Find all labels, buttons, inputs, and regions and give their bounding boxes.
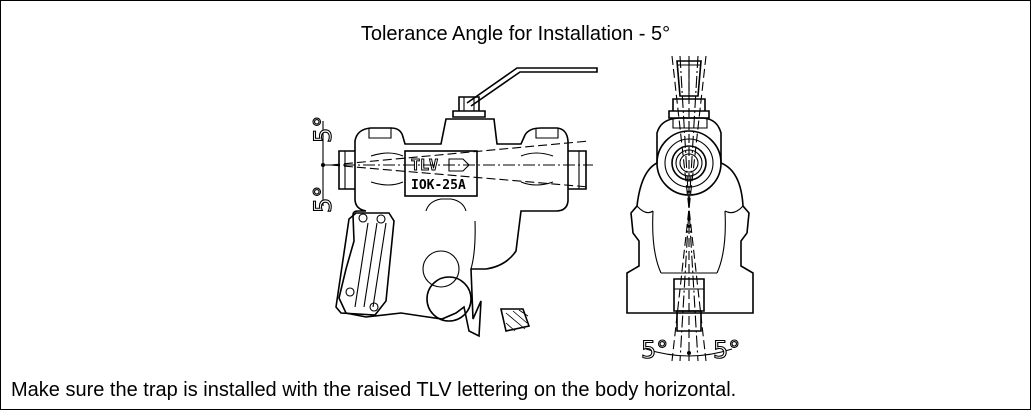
side-angle-top-label: 5° (309, 116, 337, 143)
end-angle-right-label: 5° (713, 336, 740, 364)
side-angle-bottom-label: 5° (309, 186, 337, 213)
figure-title: Tolerance Angle for Installation - 5° (360, 23, 671, 45)
cover-plate (335, 212, 395, 316)
valve-handle (466, 67, 598, 107)
nameplate-model: IOK-25A (411, 178, 466, 193)
trap-body (338, 118, 569, 338)
end-angle-left-label: 5° (641, 336, 668, 364)
end-drain (673, 278, 705, 312)
end-body (626, 117, 754, 314)
drain-bulb (426, 276, 472, 322)
nameplate: TLV IOK-25A (404, 150, 478, 197)
figure-caption: Make sure the trap is installed with the… (11, 379, 737, 401)
blowdown-valve (499, 308, 531, 332)
end-view: 5° 5° (626, 55, 754, 365)
side-view: TLV IOK-25A 5° 5° (308, 67, 598, 338)
end-handle (676, 60, 702, 97)
